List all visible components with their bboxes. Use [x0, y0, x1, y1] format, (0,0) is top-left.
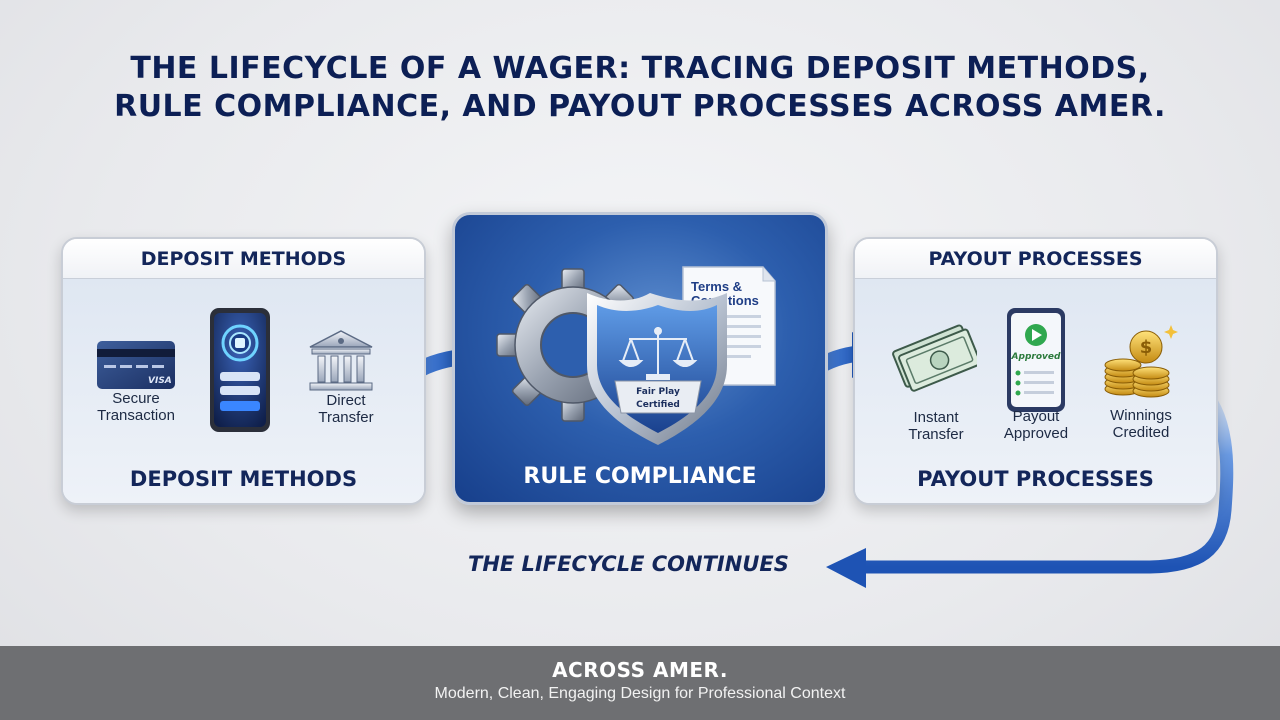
footer-bar: ACROSS AMER. Modern, Clean, Engaging Des… — [0, 646, 1280, 720]
shield-text-2: Certified — [636, 400, 680, 410]
compliance-panel-footer: RULE COMPLIANCE — [523, 464, 757, 489]
title-line-2: RULE COMPLIANCE, AND PAYOUT PROCESSES AC… — [114, 89, 1166, 124]
scales-icon — [618, 327, 698, 380]
deposit-panel-body: VISA Secure Transaction — [63, 279, 424, 503]
bank-icon — [309, 330, 373, 391]
rule-compliance-panel: Terms & Conditions — [452, 212, 828, 505]
phone-approved-icon: Approved — [1007, 308, 1065, 412]
doc-title-line-1: Terms & — [691, 279, 742, 294]
payout-item-cash: Instant Transfer — [891, 317, 977, 443]
deposit-item-label: Direct Transfer — [318, 392, 374, 426]
payout-processes-panel: PAYOUT PROCESSES Instant Transfer Appro — [853, 237, 1218, 505]
page-title: THE LIFECYCLE OF A WAGER: TRACING DEPOSI… — [0, 50, 1280, 126]
svg-text:$: $ — [1140, 337, 1153, 358]
footer-title: ACROSS AMER. — [552, 658, 728, 682]
deposit-panel-footer: DEPOSIT METHODS — [129, 467, 358, 491]
payout-panel-header: PAYOUT PROCESSES — [855, 239, 1216, 279]
title-line-1: THE LIFECYCLE OF A WAGER: TRACING DEPOSI… — [130, 51, 1150, 86]
smartphone-icon — [210, 308, 270, 432]
deposit-item-label: Secure Transaction — [97, 390, 175, 424]
deposit-panel-header: DEPOSIT METHODS — [63, 239, 424, 279]
payout-panel-body: Instant Transfer Approved Payout Approve… — [855, 279, 1216, 503]
deposit-item-phone — [209, 307, 271, 433]
credit-card-icon: VISA — [97, 341, 175, 389]
compliance-illustration: Terms & Conditions — [496, 266, 776, 445]
coins-icon: $ — [1104, 325, 1178, 398]
payout-item-label: Payout Approved — [1003, 408, 1069, 442]
fair-play-ribbon: Fair Play Certified — [614, 380, 702, 414]
deposit-item-bank: Direct Transfer — [306, 329, 376, 426]
cash-icon — [892, 324, 977, 392]
deposit-methods-panel: DEPOSIT METHODS VISA Secure Transaction — [61, 237, 426, 505]
payout-panel-footer: PAYOUT PROCESSES — [917, 467, 1154, 491]
deposit-item-card: VISA Secure Transaction — [96, 339, 176, 424]
footer-subtitle: Modern, Clean, Engaging Design for Profe… — [434, 685, 846, 702]
lifecycle-continues-label: THE LIFECYCLE CONTINUES — [468, 552, 789, 576]
approved-badge-text: Approved — [1011, 352, 1061, 362]
shield-text-1: Fair Play — [636, 387, 680, 397]
payout-item-coins: $ Winnings Credited — [1101, 319, 1181, 441]
payout-item-label: Instant Transfer — [908, 409, 964, 443]
card-brand-text: VISA — [148, 376, 172, 386]
payout-item-label: Winnings Credited — [1110, 407, 1172, 441]
payout-item-phone: Approved Payout Approved — [1004, 307, 1068, 442]
